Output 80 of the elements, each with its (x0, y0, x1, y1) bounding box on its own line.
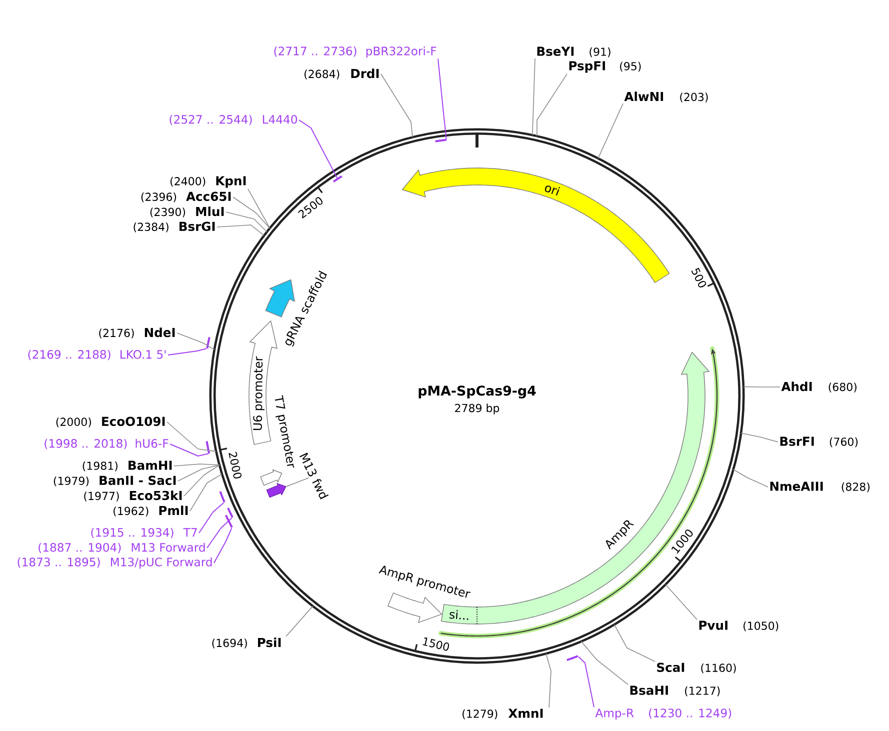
restriction-site-label: (2400) KpnI (170, 176, 246, 188)
leader-line (580, 641, 628, 685)
feature-band: ori (402, 168, 670, 283)
leader-line (214, 528, 232, 564)
tick-label: 1500 (422, 638, 450, 651)
leader-line (190, 474, 222, 512)
feature-tag (266, 483, 286, 498)
leader-line (546, 653, 552, 708)
restriction-site-label: (1962) PmlI (114, 506, 188, 516)
leader-line (166, 422, 217, 452)
leader-line (598, 103, 624, 159)
restriction-site-label: (2684) DrdI (304, 68, 379, 80)
restriction-site-label: (1694) PsiI (212, 638, 281, 648)
restriction-site-label: (1279) XmnI (462, 708, 543, 720)
restriction-site-label: ScaI (1160) (657, 662, 736, 674)
primer-label: Amp-R (1230 .. 1249) (595, 708, 732, 720)
primer-label: (2169 .. 2188) LKO.1 5' (28, 350, 166, 360)
restriction-site-label: AhdI (680) (781, 382, 856, 392)
leader-line (184, 464, 220, 496)
primer-label: (2717 .. 2736) pBR322ori-F (274, 46, 436, 58)
tick-label: 2000 (228, 452, 242, 478)
leader-line (198, 502, 224, 534)
leader-line (740, 432, 778, 442)
leader-line (438, 58, 447, 140)
binding-site-mark (219, 491, 226, 503)
leader-line (176, 332, 215, 350)
restriction-site-label: (2384) BsrGI (134, 222, 215, 232)
primer-label: (1887 .. 1904) M13 Forward (38, 542, 205, 554)
leader-line (174, 464, 220, 466)
feature-label: T7 promoter (274, 395, 294, 468)
restriction-site-label: PspFI (95) (569, 61, 641, 73)
restriction-site-label: BsrFI (760) (780, 436, 858, 448)
leader-line (578, 656, 594, 708)
leader-line (298, 120, 338, 179)
restriction-site-label: NmeAIII (828) (770, 482, 870, 492)
primer-label: (2527 .. 2544) L4440 (170, 114, 298, 126)
tick-label: 500 (691, 268, 706, 288)
leader-line (286, 606, 314, 637)
leader-line (743, 386, 780, 388)
leader-line (170, 444, 209, 456)
plasmid-length: 2789 bp (455, 404, 500, 414)
leader-line (732, 469, 768, 488)
binding-site-mark (435, 138, 447, 142)
restriction-site-label: (1981) BamHI (82, 460, 172, 472)
binding-site-mark (224, 514, 233, 528)
restriction-site-label: (2390) MluI (150, 206, 224, 218)
binding-site-mark (206, 441, 210, 454)
leader-line (614, 624, 656, 662)
leader-line (665, 584, 698, 620)
binding-site-mark (206, 336, 210, 349)
leader-line (286, 477, 310, 487)
restriction-site-label: BsaHI (1217) (630, 686, 720, 696)
binding-site-mark (332, 175, 342, 182)
restriction-site-label: (1979) BanII - SacI (54, 476, 176, 486)
feature-label: AmpR promoter (378, 566, 471, 598)
plasmid-name: pMA-SpCas9-g4 (418, 386, 536, 398)
leader-line (178, 464, 220, 482)
leader-line (226, 212, 268, 232)
restriction-site-label: AlwNI (203) (624, 92, 708, 102)
primer-label: (1998 .. 2018) hU6-F (44, 438, 168, 450)
restriction-site-label: BseYI (91) (537, 46, 610, 58)
leader-line (216, 224, 264, 236)
primer-label: (1873 .. 1895) M13/pUC Forward (18, 557, 212, 569)
signal-segment: si... (442, 605, 478, 624)
restriction-site-label: (2176) NdeI (99, 328, 175, 338)
leader-line (206, 518, 232, 548)
restriction-site-label: (1977) Eco53kI (84, 490, 182, 502)
leader-line (168, 348, 207, 356)
binding-site-mark (566, 655, 578, 662)
leader-line (532, 58, 536, 136)
restriction-site-label: (2396) Acc65I (141, 192, 231, 202)
restriction-site-label: PvuI (1050) (699, 620, 778, 632)
leader-line (248, 188, 270, 229)
leader-line (232, 196, 270, 229)
feature-label: M13 fwd (300, 452, 329, 500)
leader-line (536, 74, 568, 137)
primer-label: (1915 .. 1934) T7 (91, 528, 197, 538)
leader-line (380, 74, 413, 138)
restriction-site-label: (2000) EcoO109I (56, 416, 165, 428)
binding-site-mark (227, 508, 234, 518)
